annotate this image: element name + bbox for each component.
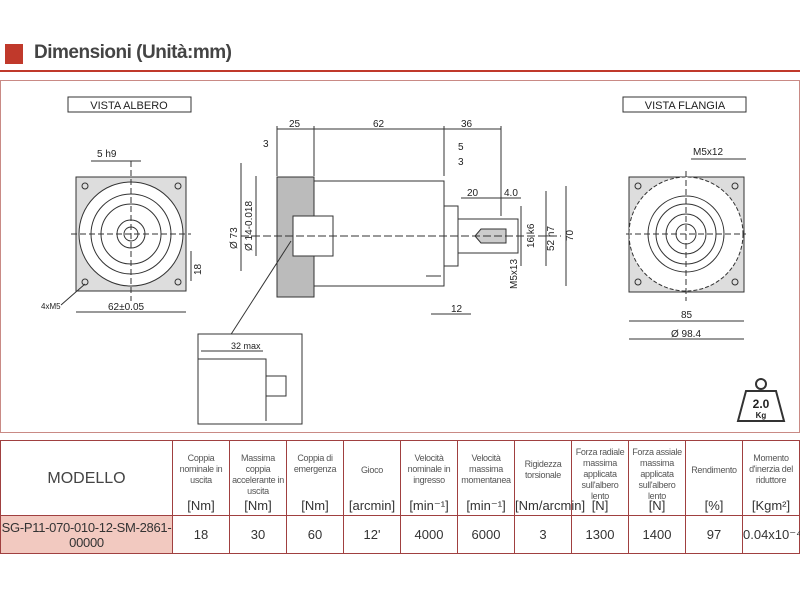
dim-85: 85 [681, 310, 693, 321]
cell: 6000 [457, 515, 515, 554]
dim-62-tol: 62±0.05 [108, 302, 145, 313]
header-divider [0, 70, 800, 72]
table-header-row: MODELLO Coppia nominale in uscita[Nm] Ma… [0, 440, 800, 516]
dim-5h9: 5 h9 [97, 149, 117, 160]
cell: 4000 [400, 515, 458, 554]
dim-52h7: 52 h7 [546, 226, 557, 251]
dim-18: 18 [193, 263, 204, 275]
col-header: Momento d'inerzia del riduttore[Kgm²] [742, 440, 800, 516]
dim-16k6: 16 k6 [526, 223, 537, 248]
dim-73: Ø 73 [229, 227, 240, 249]
cell: 97 [685, 515, 743, 554]
dim-20: 20 [467, 188, 479, 199]
cell: 18 [172, 515, 230, 554]
dim-14: Ø 14-0.018 [244, 201, 255, 251]
cell: 12' [343, 515, 401, 554]
detail-box [197, 333, 303, 425]
side-section [241, 176, 561, 298]
specs-table: MODELLO Coppia nominale in uscita[Nm] Ma… [0, 440, 800, 554]
col-header-modello: MODELLO [0, 440, 173, 516]
flange-view [626, 171, 746, 301]
col-header: Forza radiale massima applicata sull'alb… [571, 440, 629, 516]
col-header: Coppia di emergenza[Nm] [286, 440, 344, 516]
dim-25: 25 [289, 119, 301, 130]
header-marker [5, 44, 23, 64]
dim-32max: 32 max [231, 341, 261, 351]
cell: 1300 [571, 515, 629, 554]
weight-icon [736, 378, 786, 422]
dim-62: 62 [373, 119, 385, 130]
col-header: Velocità nominale in ingresso[min⁻¹] [400, 440, 458, 516]
page-title: Dimensioni (Unità:mm) [34, 42, 232, 63]
col-header: Forza assiale massima applicata sull'alb… [628, 440, 686, 516]
col-header: Rendimento[%] [685, 440, 743, 516]
dimension-drawing: VISTA ALBERO 5 h9 18 4xM5 62±0.05 25 62 … [0, 80, 800, 433]
cell: 60 [286, 515, 344, 554]
cell: 1400 [628, 515, 686, 554]
dim-4xm5: 4xM5 [41, 302, 61, 311]
col-header: Rigidezza torsionale[Nm/arcmin] [514, 440, 585, 516]
dim-70: 70 [565, 229, 576, 241]
col-header: Massima coppia accelerante in uscita[Nm] [229, 440, 287, 516]
dim-4: 4.0 [504, 188, 518, 199]
vista-flangia-label: VISTA FLANGIA [645, 100, 726, 112]
table-row: SG-P11-070-010-12-SM-2861-00000 18 30 60… [0, 515, 800, 554]
dim-3a: 3 [263, 139, 269, 150]
dim-5: 5 [458, 142, 464, 153]
vista-albero-label: VISTA ALBERO [90, 100, 168, 112]
dim-12: 12 [451, 304, 463, 315]
cell: 3 [514, 515, 572, 554]
cell: 0.04x10⁻⁴ [742, 515, 800, 554]
shaft-view [71, 161, 191, 301]
weight-value: 2.0 [753, 397, 770, 411]
cell: 30 [229, 515, 287, 554]
vista-albero-label-box [67, 96, 192, 113]
weight-unit: Kg [756, 411, 767, 420]
dim-m5x12: M5x12 [693, 147, 723, 158]
vista-flangia-label-box [622, 96, 747, 113]
col-header: Coppia nominale in uscita[Nm] [172, 440, 230, 516]
dim-36: 36 [461, 119, 473, 130]
dim-m5x13: M5x13 [509, 259, 520, 289]
dim-3b: 3 [458, 157, 464, 168]
dim-98: Ø 98.4 [671, 329, 701, 340]
col-header: Gioco[arcmin] [343, 440, 401, 516]
cell-model: SG-P11-070-010-12-SM-2861-00000 [0, 515, 173, 554]
col-header: Velocità massima momentanea[min⁻¹] [457, 440, 515, 516]
